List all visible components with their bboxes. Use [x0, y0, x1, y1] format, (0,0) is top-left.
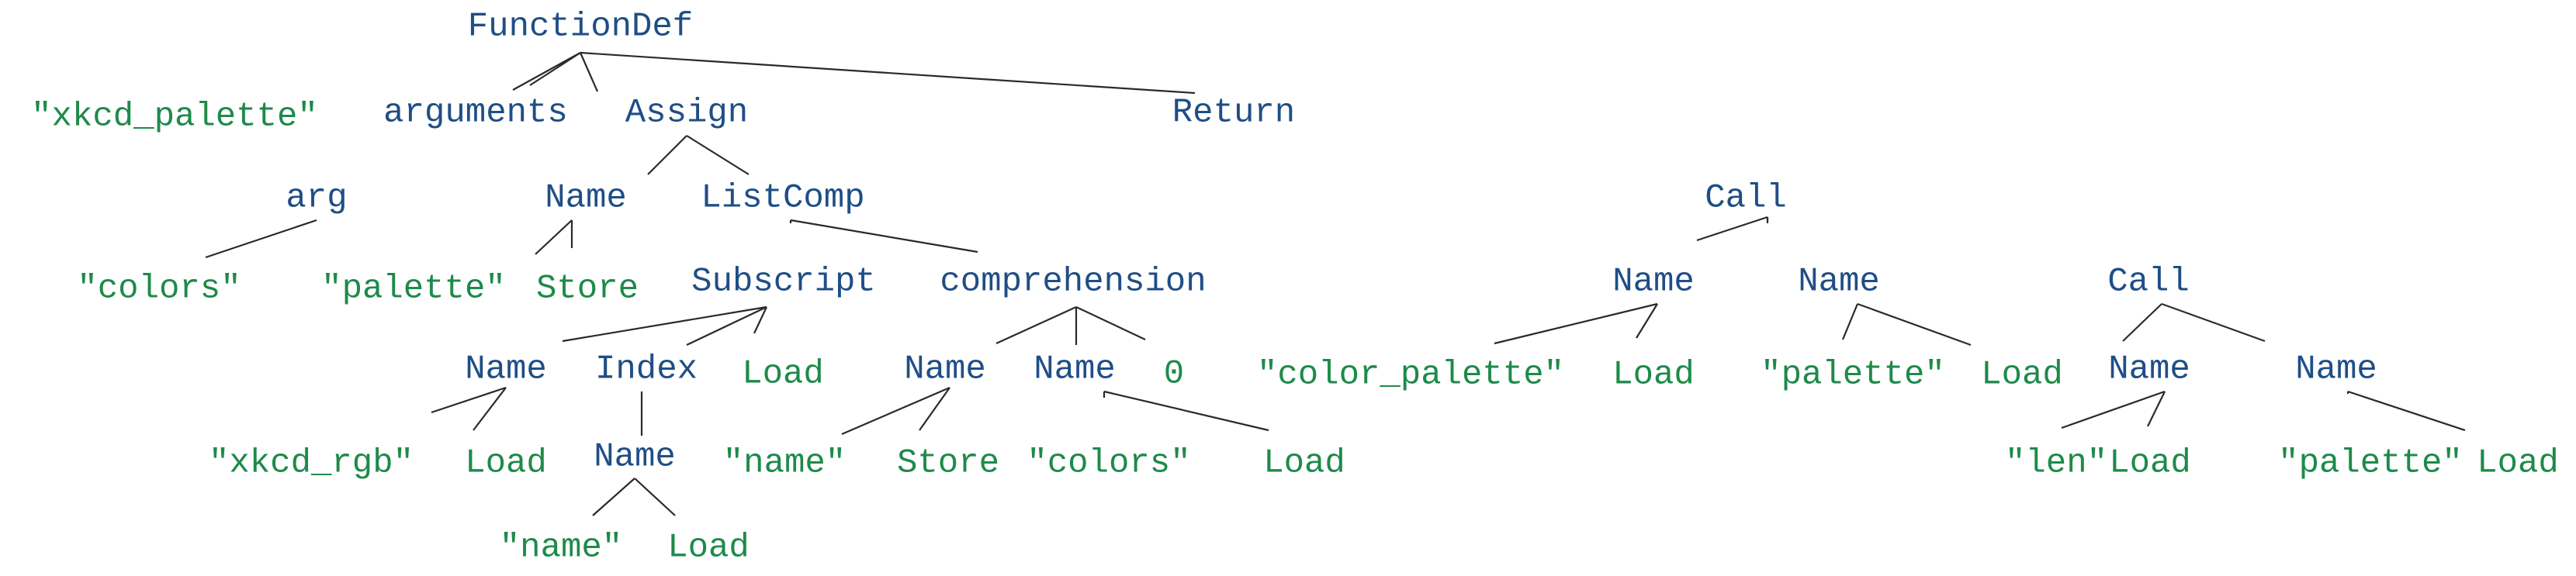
tree-edge — [1494, 302, 1658, 345]
tree-edge — [535, 219, 573, 255]
tree-edge — [579, 52, 599, 92]
node-name-palette-target: Name — [545, 179, 627, 218]
tree-edge — [790, 219, 978, 254]
leaf-load: Load — [465, 444, 547, 483]
node-arg: arg — [286, 179, 347, 218]
tree-edge — [2147, 391, 2166, 427]
leaf-palette: "palette" — [1761, 356, 1945, 395]
node-name-index: Name — [594, 438, 676, 477]
tree-edge — [512, 52, 581, 91]
node-assign: Assign — [625, 94, 748, 133]
leaf-name-string: "name" — [723, 444, 846, 483]
tree-edge — [2161, 302, 2266, 343]
node-arguments: arguments — [383, 94, 568, 133]
tree-edge — [686, 135, 750, 175]
leaf-load: Load — [2477, 444, 2559, 483]
node-name-arg: Name — [1798, 263, 1880, 302]
leaf-load: Load — [2109, 444, 2191, 483]
tree-labels: FunctionDef "xkcd_palette" arguments Ass… — [31, 8, 2559, 567]
node-name-func: Name — [1612, 263, 1695, 302]
node-index: Index — [595, 350, 698, 389]
tree-edge — [1636, 303, 1658, 339]
tree-edge — [1075, 306, 1146, 340]
node-functiondef: FunctionDef — [468, 8, 693, 47]
leaf-palette: "palette" — [2278, 444, 2463, 483]
node-return: Return — [1172, 94, 1295, 133]
node-comprehension: comprehension — [940, 263, 1206, 302]
leaf-len: "len" — [2005, 444, 2107, 483]
leaf-load: Load — [1981, 356, 2063, 395]
tree-edge — [473, 387, 507, 431]
tree-edge — [562, 305, 767, 343]
leaf-zero: 0 — [1164, 355, 1184, 394]
node-listcomp: ListComp — [701, 179, 864, 218]
leaf-load: Load — [667, 529, 750, 567]
tree-edge — [1696, 216, 1768, 242]
node-name-target: Name — [904, 350, 986, 389]
tree-edge — [753, 306, 767, 334]
tree-edge — [592, 478, 635, 516]
node-call-inner: Call — [2107, 263, 2190, 302]
tree-edge — [205, 219, 317, 259]
leaf-colors: "colors" — [1027, 444, 1190, 483]
tree-edge — [580, 51, 1196, 95]
tree-edge — [1857, 302, 1972, 347]
node-name-len: Name — [2108, 350, 2190, 389]
leaf-name-string: "name" — [500, 529, 622, 567]
tree-edge — [2061, 390, 2166, 429]
node-call: Call — [1705, 179, 1787, 218]
node-name-xkcd-rgb: Name — [465, 350, 547, 389]
leaf-palette: "palette" — [321, 270, 506, 309]
node-name-iter: Name — [1034, 350, 1116, 389]
tree-edge — [686, 306, 767, 346]
leaf-load: Load — [1612, 356, 1695, 395]
leaf-store: Store — [536, 270, 639, 309]
tree-edge — [647, 135, 687, 175]
leaf-color-palette: "color_palette" — [1257, 356, 1564, 395]
node-name-palette-arg: Name — [2295, 350, 2377, 389]
leaf-load: Load — [742, 355, 824, 394]
tree-edge — [995, 305, 1077, 345]
tree-edge — [2122, 303, 2162, 342]
tree-edge — [841, 386, 950, 436]
leaf-xkcd-rgb: "xkcd_rgb" — [209, 444, 414, 483]
tree-edge — [919, 387, 950, 431]
tree-edge — [1103, 390, 1269, 432]
leaf-xkcd-palette: "xkcd_palette" — [31, 98, 318, 136]
tree-edge — [634, 478, 676, 516]
leaf-colors: "colors" — [77, 270, 241, 309]
leaf-store: Store — [897, 444, 999, 483]
tree-edge — [1841, 303, 1859, 340]
tree-edges — [205, 51, 2466, 516]
leaf-load: Load — [1263, 444, 1345, 483]
node-subscript: Subscript — [691, 263, 876, 302]
tree-edge — [431, 386, 507, 414]
tree-edge — [2347, 390, 2466, 432]
